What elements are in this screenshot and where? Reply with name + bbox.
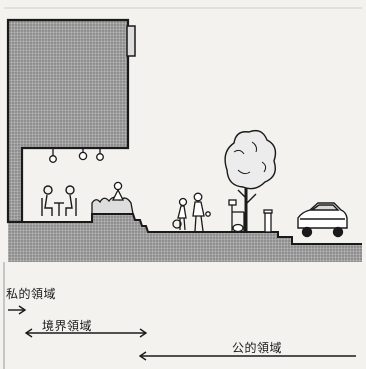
building-sign — [126, 25, 136, 57]
ground-line — [8, 213, 362, 245]
building — [6, 18, 136, 224]
planter — [91, 181, 134, 215]
zone-arrows — [8, 305, 356, 361]
building-upper-mass — [6, 18, 130, 224]
boundary-zone-arrow — [24, 328, 148, 338]
car — [297, 202, 348, 238]
private-zone-label: 私的領域 — [6, 287, 57, 301]
street-furniture — [228, 199, 273, 233]
private-zone-arrow — [8, 305, 27, 315]
pedestrians — [172, 192, 211, 232]
street-tree — [224, 129, 277, 232]
ground-section — [8, 214, 362, 262]
boundary-zone-label: 境界領域 — [42, 319, 93, 333]
public-zone-arrow — [138, 351, 356, 361]
public-zone-label: 公的領域 — [232, 341, 283, 355]
pendant-lamps — [49, 148, 104, 163]
cafe-diners — [41, 185, 77, 216]
